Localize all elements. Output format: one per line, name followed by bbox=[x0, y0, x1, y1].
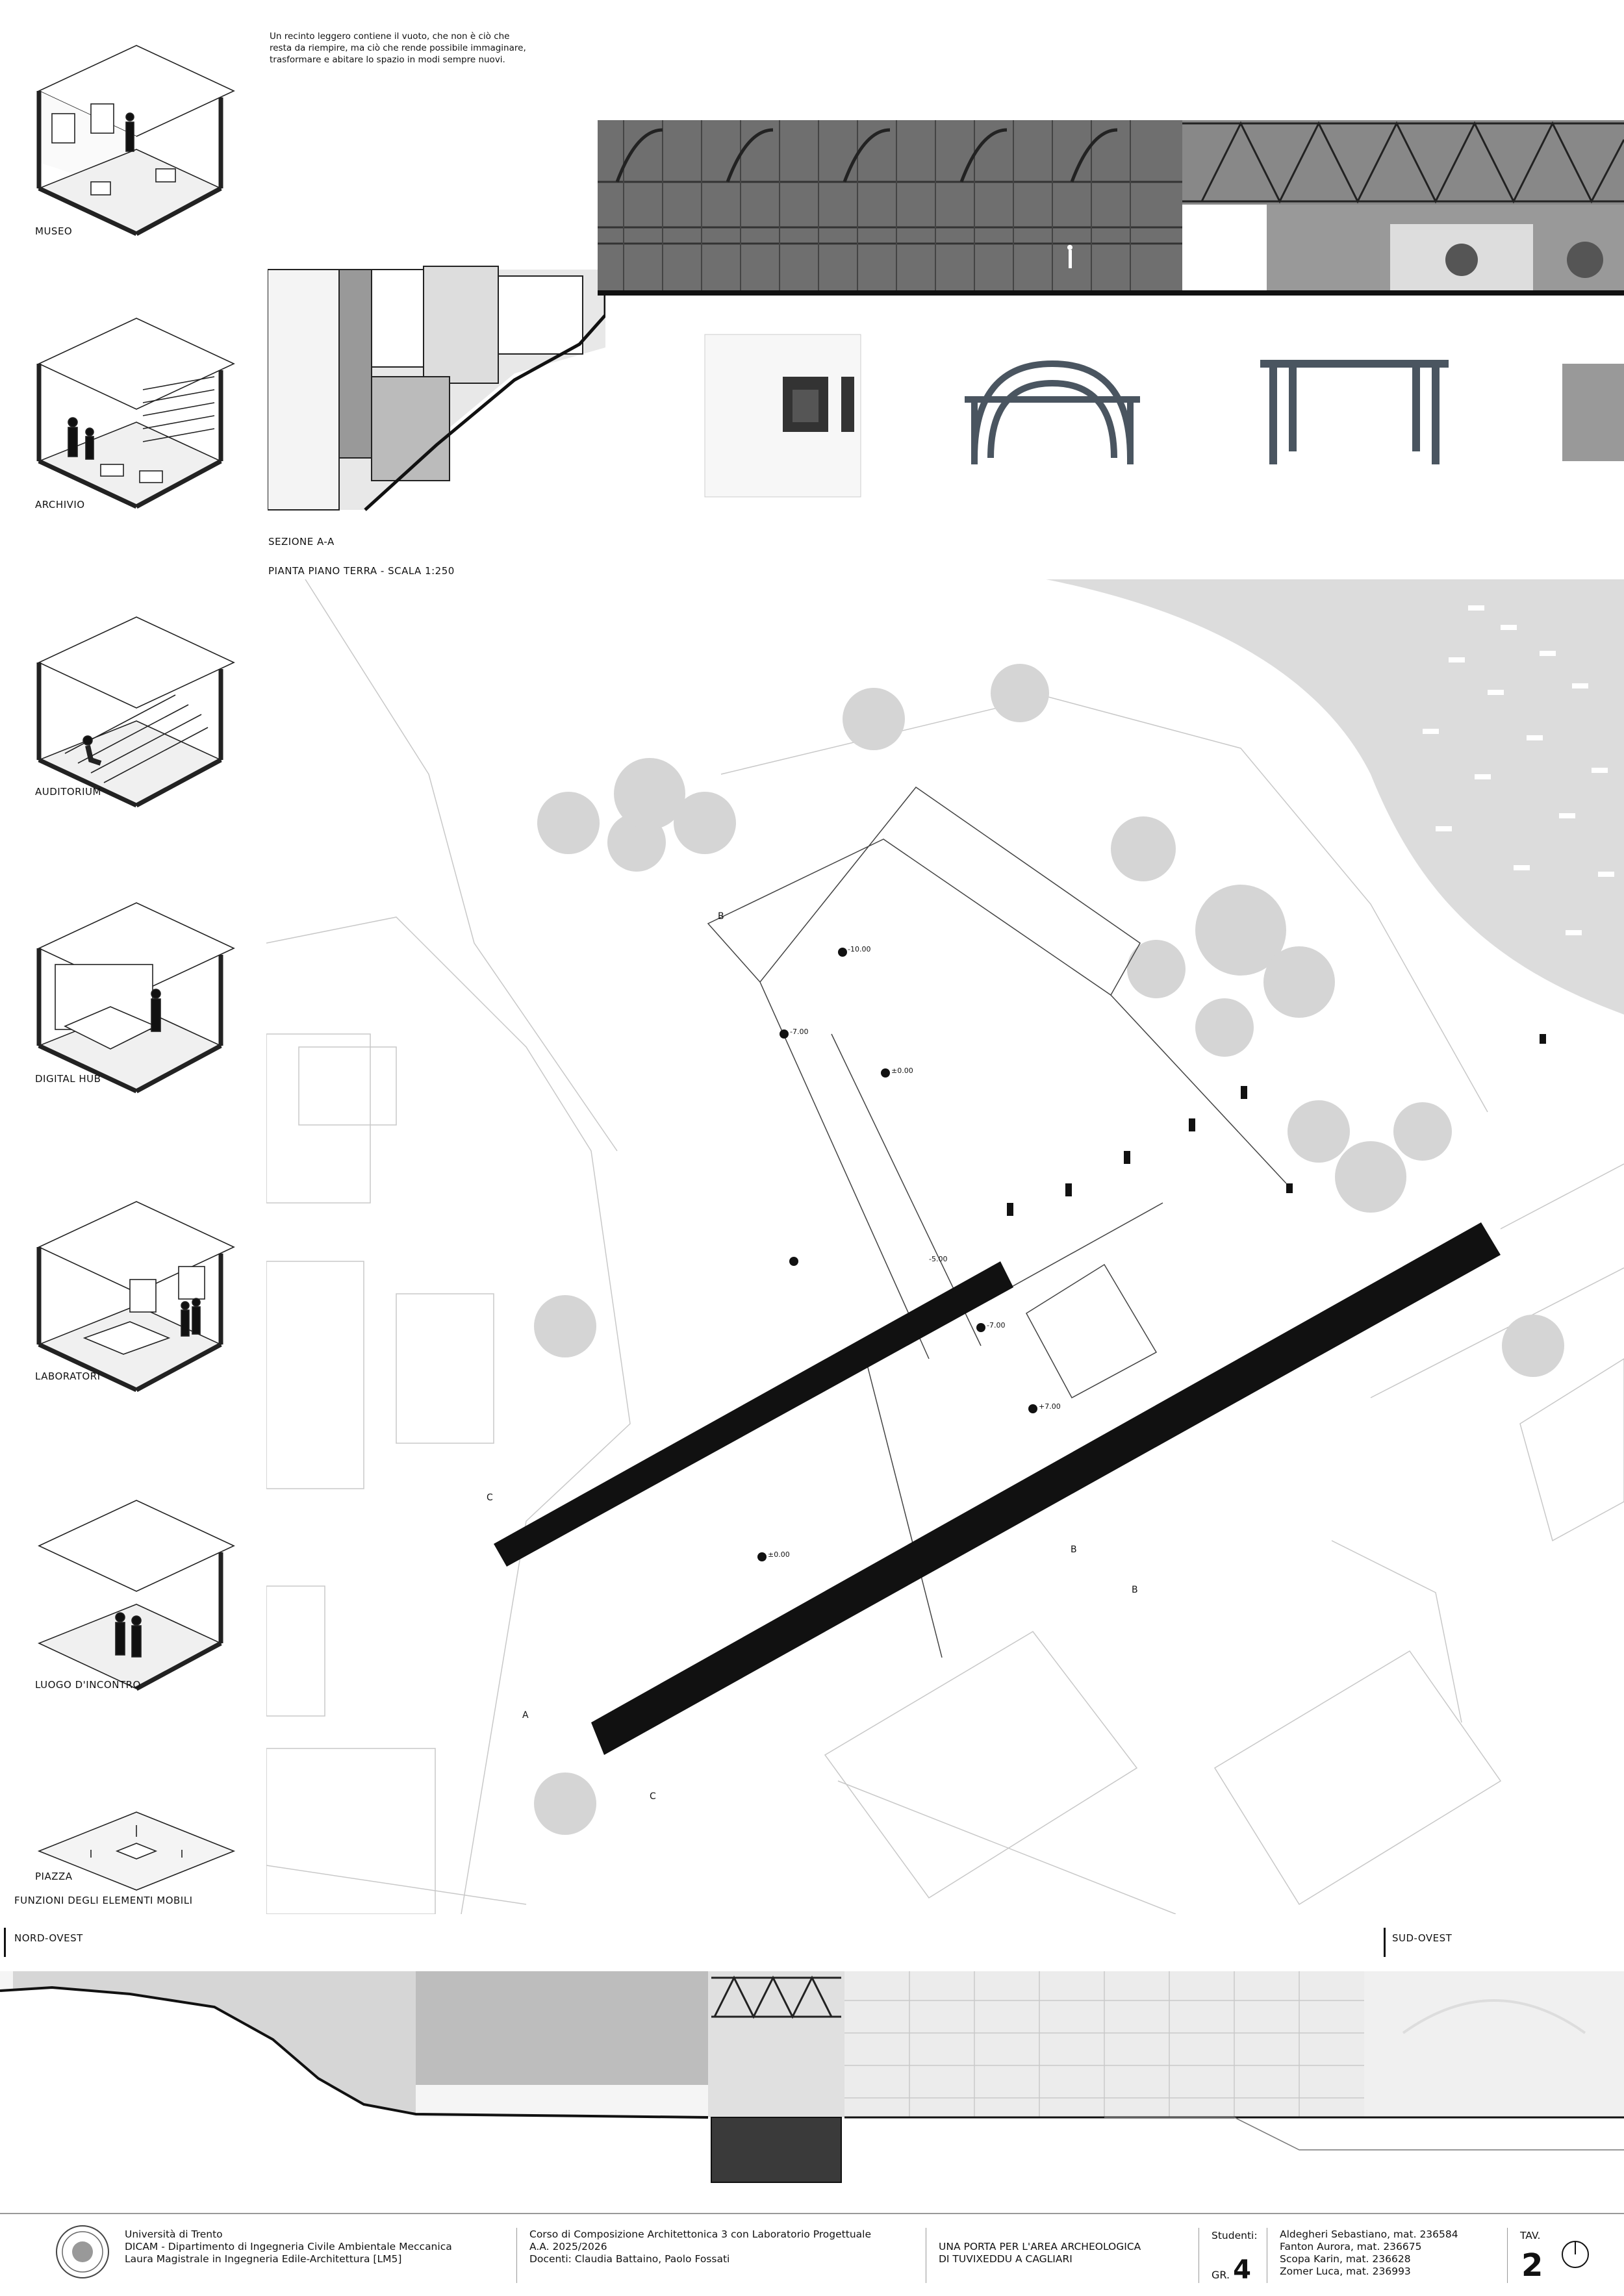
cut-marker-c-bottom: C bbox=[650, 1791, 656, 1802]
axo-piazza bbox=[37, 1811, 236, 1891]
level-4: -5.00 bbox=[929, 1255, 948, 1263]
functions-axonometric-column bbox=[36, 45, 236, 1891]
north-arrow-icon bbox=[1562, 2241, 1589, 2268]
function-label-archivio: ARCHIVIO bbox=[35, 499, 85, 511]
top-elevation-drawing bbox=[598, 120, 1624, 296]
trees bbox=[534, 664, 1564, 1835]
plan-bar-east bbox=[591, 1222, 1501, 1755]
function-label-laboratori: LABORATORI bbox=[35, 1370, 101, 1382]
functions-title: FUNZIONI DEGLI ELEMENTI MOBILI bbox=[14, 1895, 193, 1906]
footer-students-label: Studenti: bbox=[1212, 2230, 1258, 2241]
cut-marker-c-left: C bbox=[487, 1493, 493, 1503]
axo-luogo-incontro bbox=[37, 1500, 235, 1691]
elevation-left-label: NORD-OVEST bbox=[14, 1932, 83, 1944]
footer-course: Corso di Composizione Architettonica 3 c… bbox=[529, 2228, 871, 2265]
level-3: ±0.00 bbox=[891, 1066, 913, 1075]
cut-marker-b-low: B bbox=[1132, 1585, 1138, 1595]
section-aa-label: SEZIONE A-A bbox=[268, 536, 335, 548]
cut-marker-b-mid: B bbox=[1071, 1545, 1077, 1555]
footer-project-title: UNA PORTA PER L'AREA ARCHEOLOGICA DI TUV… bbox=[939, 2241, 1141, 2265]
plan-bar-west bbox=[494, 1261, 1013, 1567]
function-label-digital-hub: DIGITAL HUB bbox=[35, 1073, 101, 1085]
cut-marker-b-top: B bbox=[718, 911, 724, 922]
section-aa-drawing bbox=[268, 266, 605, 511]
function-label-museo: MUSEO bbox=[35, 225, 73, 237]
axo-auditorium bbox=[36, 616, 235, 808]
component-panel bbox=[1562, 364, 1624, 461]
level-1: -10.00 bbox=[848, 945, 871, 953]
axo-museo bbox=[36, 45, 235, 236]
level-7: ±0.00 bbox=[768, 1550, 790, 1559]
university-seal-icon bbox=[56, 2225, 109, 2278]
axo-digital-hub bbox=[36, 902, 235, 1094]
component-table bbox=[1260, 360, 1449, 464]
elevation-right-label: SUD-OVEST bbox=[1392, 1932, 1453, 1944]
footer-university: Università di Trento DICAM - Dipartiment… bbox=[125, 2228, 452, 2265]
elevation-right-tick bbox=[1384, 1928, 1386, 1957]
footer-table-label: TAV. bbox=[1520, 2230, 1541, 2241]
function-label-luogo-incontro: LUOGO D'INCONTRO bbox=[35, 1679, 141, 1691]
function-label-auditorium: AUDITORIUM bbox=[35, 786, 101, 798]
water-area bbox=[1046, 579, 1624, 1015]
component-arch bbox=[965, 360, 1140, 464]
plan-label: PIANTA PIANO TERRA - SCALA 1:250 bbox=[268, 565, 455, 577]
footer-students: Aldegheri Sebastiano, mat. 236584 Fanton… bbox=[1280, 2228, 1458, 2277]
footer-rule bbox=[0, 2213, 1624, 2214]
component-box bbox=[704, 334, 861, 498]
elevation-left-tick bbox=[4, 1928, 6, 1957]
axo-laboratori bbox=[36, 1201, 235, 1393]
ground-floor-plan bbox=[266, 579, 1624, 1914]
intro-text: Un recinto leggero contiene il vuoto, ch… bbox=[270, 31, 526, 65]
component-drawings bbox=[704, 334, 1624, 498]
cut-marker-a: A bbox=[522, 1710, 529, 1721]
function-label-piazza: PIAZZA bbox=[35, 1871, 73, 1882]
bottom-elevation-drawing bbox=[0, 1971, 1624, 2189]
level-2: -7.00 bbox=[790, 1028, 809, 1036]
axo-archivio bbox=[36, 318, 235, 509]
footer-table-number: 2 bbox=[1521, 2247, 1543, 2284]
level-5: -7.00 bbox=[987, 1321, 1006, 1330]
footer-group: GR. 4 bbox=[1212, 2255, 1251, 2285]
level-6: +7.00 bbox=[1039, 1402, 1061, 1411]
